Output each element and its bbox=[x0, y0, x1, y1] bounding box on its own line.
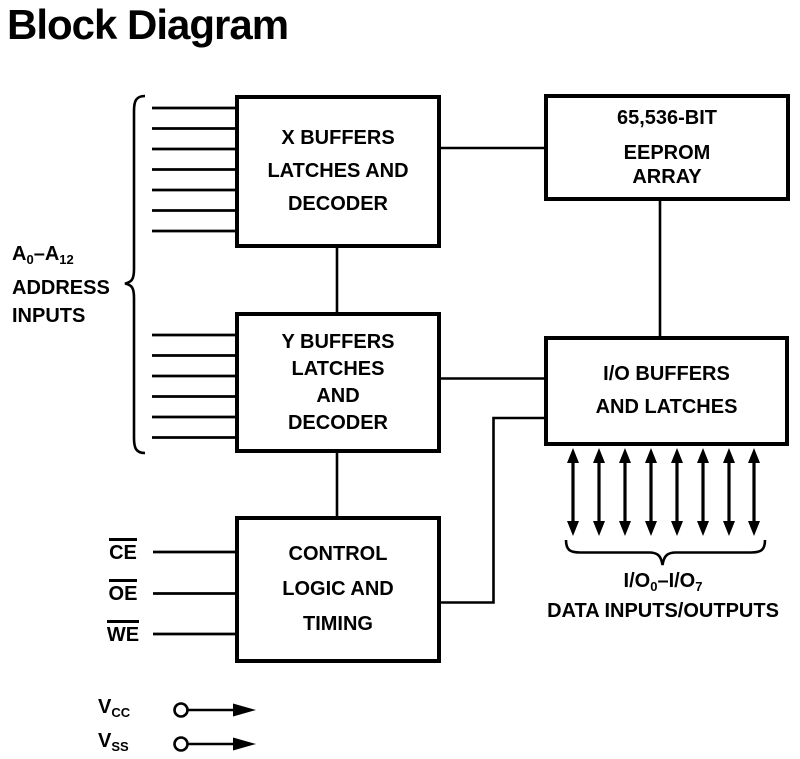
io-underbrace bbox=[564, 539, 767, 566]
block-text-line: 65,536-BIT bbox=[616, 107, 718, 129]
address-label-line2: INPUTS bbox=[12, 305, 86, 327]
block-text-line: CONTROL bbox=[288, 543, 388, 565]
block-text-line: X BUFFERS bbox=[281, 127, 395, 149]
block-text-line: AND bbox=[316, 384, 360, 407]
page-title: Block Diagram bbox=[7, 1, 289, 48]
control-input-lines bbox=[153, 550, 237, 636]
io-range-text: I/O0–I/O7 bbox=[623, 570, 703, 594]
address-inputs-label: A0–A12 ADDRESS INPUTS bbox=[12, 240, 110, 330]
address-label-line1: ADDRESS bbox=[12, 277, 110, 299]
vcc-pin-symbol bbox=[173, 702, 256, 718]
address-range-text: A0–A12 bbox=[12, 243, 74, 267]
block-text-line: LATCHES AND bbox=[267, 160, 409, 182]
vss-pin-label: VSS bbox=[98, 730, 129, 754]
vss-pin-symbol bbox=[173, 736, 256, 752]
vcc-pin-label: VCC bbox=[98, 696, 131, 720]
address-bus-lines-top bbox=[152, 106, 237, 233]
block-text-line: DECODER bbox=[287, 411, 388, 434]
address-bus-lines-bottom bbox=[152, 333, 237, 439]
io-ports-caption: I/O0–I/O7 DATA INPUTS/OUTPUTS bbox=[528, 569, 798, 623]
we-input-label: WE bbox=[100, 620, 146, 647]
block-text-line: ARRAY bbox=[632, 166, 702, 188]
io-buffers-block: I/O BUFFERS AND LATCHES bbox=[544, 336, 789, 446]
block-connectors bbox=[335, 146, 662, 604]
block-text-line: LATCHES bbox=[291, 357, 385, 380]
y-buffers-block: Y BUFFERS LATCHES AND DECODER bbox=[235, 312, 441, 453]
block-text-line: Y BUFFERS bbox=[281, 330, 395, 353]
oe-input-label: OE bbox=[100, 579, 146, 606]
block-text-line: I/O BUFFERS bbox=[603, 363, 730, 385]
x-buffers-block: X BUFFERS LATCHES AND DECODER bbox=[235, 95, 441, 248]
block-text-line: AND LATCHES bbox=[595, 396, 738, 418]
block-text-line: EEPROM bbox=[623, 142, 711, 164]
address-brace bbox=[124, 94, 146, 455]
control-logic-block: CONTROL LOGIC AND TIMING bbox=[235, 516, 441, 663]
eeprom-array-block: 65,536-BIT EEPROM ARRAY bbox=[544, 94, 790, 201]
io-caption-text: DATA INPUTS/OUTPUTS bbox=[547, 600, 779, 622]
block-text-line: LOGIC AND bbox=[282, 578, 394, 600]
io-bidirectional-arrows bbox=[565, 446, 762, 538]
ce-input-label: CE bbox=[100, 538, 146, 565]
block-text-line: DECODER bbox=[287, 193, 388, 215]
block-text-line: TIMING bbox=[303, 613, 373, 635]
